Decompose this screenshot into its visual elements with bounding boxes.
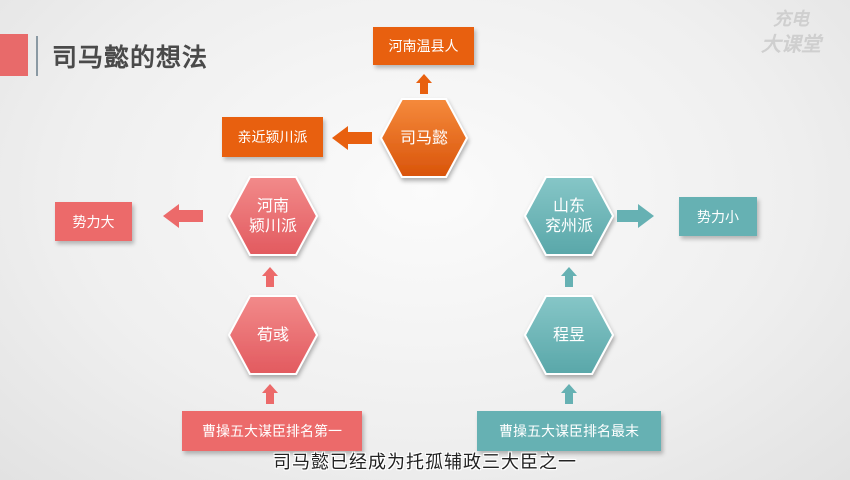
- box-rank-last: 曹操五大谋臣排名最末: [477, 411, 661, 451]
- title-accent-bar: [0, 34, 28, 76]
- arrow-right-weak: [617, 204, 654, 228]
- box-hometown: 河南温县人: [373, 27, 474, 65]
- hex-simayi: [379, 98, 469, 178]
- arrow-left-strong: [163, 204, 203, 228]
- box-close-to-yingchuan: 亲近颍川派: [222, 117, 323, 157]
- logo-line-2: 大课堂: [761, 32, 821, 56]
- logo-line-1: 充电: [773, 9, 809, 30]
- box-strong-power: 势力大: [55, 202, 132, 241]
- hex-shandong-yanzhou: [523, 176, 615, 256]
- arrow-up-red-mid: [262, 267, 278, 287]
- arrow-up-teal-bottom: [561, 384, 577, 404]
- slide-title: 司马懿的想法: [52, 43, 209, 72]
- hex-henan-yingchuan: [227, 176, 319, 256]
- hex-chengyu: [523, 295, 615, 375]
- arrow-up-teal-mid: [561, 267, 577, 287]
- box-rank-first: 曹操五大谋臣排名第一: [182, 411, 362, 451]
- hex-xunyu: [227, 295, 319, 375]
- title-divider: [36, 36, 38, 76]
- watermark-logo: 充电 大课堂: [746, 8, 836, 56]
- video-subtitle: 司马懿已经成为托孤辅政三大臣之一: [273, 452, 577, 473]
- arrow-up-hometown: [416, 74, 432, 94]
- arrow-up-red-bottom: [262, 384, 278, 404]
- arrow-left-close-to: [332, 126, 372, 150]
- box-weak-power: 势力小: [679, 197, 757, 236]
